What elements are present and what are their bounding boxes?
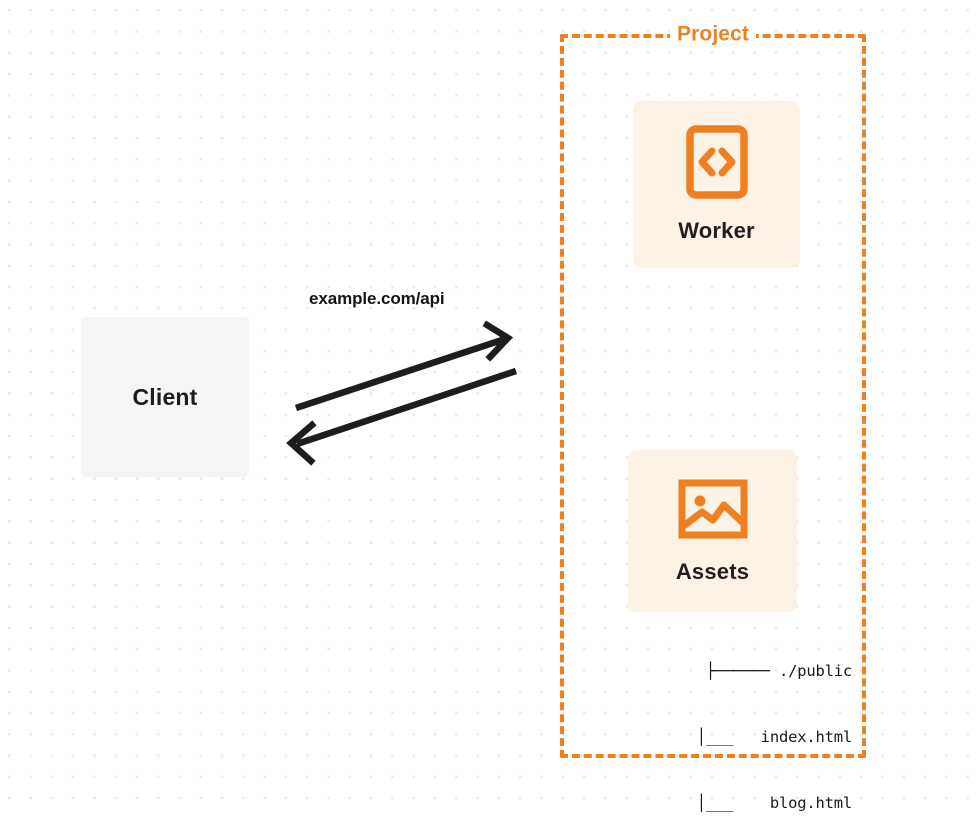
client-label: Client xyxy=(132,383,198,410)
assets-card: Assets xyxy=(628,450,797,612)
project-group: Project Worker Assets xyxy=(560,23,866,812)
file-tree-row: │___ blog.html xyxy=(641,794,852,812)
connection-label: example.com/api xyxy=(309,289,445,308)
worker-card-label: Worker xyxy=(678,218,755,243)
file-tree-row: │___ index.html xyxy=(641,728,852,746)
code-brackets-icon xyxy=(685,125,748,204)
request-arrow-head xyxy=(482,320,514,362)
image-icon xyxy=(678,478,748,545)
assets-file-tree: ├────── ./public │___ index.html │___ bl… xyxy=(608,616,852,818)
assets-card-label: Assets xyxy=(675,558,750,584)
response-arrow-head xyxy=(286,420,317,466)
response-arrow-line xyxy=(295,367,518,448)
client-node: Client xyxy=(81,317,249,477)
project-title: Project xyxy=(670,23,756,45)
file-tree-row: ├────── ./public xyxy=(705,662,852,680)
request-arrow-line xyxy=(294,335,507,412)
worker-card: Worker xyxy=(633,101,800,268)
